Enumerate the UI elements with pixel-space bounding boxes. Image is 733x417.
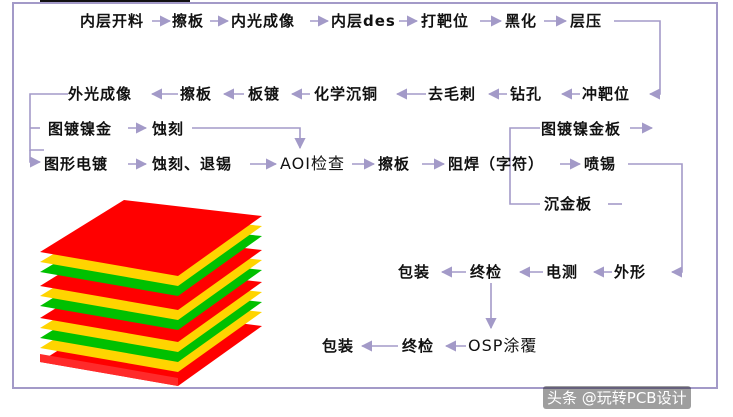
step-scrub-1: 擦板 bbox=[172, 12, 205, 30]
finish-immersion-gold: 沉金板 bbox=[544, 195, 593, 213]
step-inner-cutting: 内层开料 bbox=[80, 12, 145, 30]
step-final-inspection-1: 终检 bbox=[470, 263, 503, 281]
step-scrub-3: 擦板 bbox=[378, 155, 411, 173]
pcb-layer-stack-illustration bbox=[40, 200, 262, 386]
step-outer-imaging: 外光成像 bbox=[68, 85, 133, 103]
step-target-punch: 打靶位 bbox=[421, 12, 470, 30]
step-panel-plating: 板镀 bbox=[248, 85, 281, 103]
watermark: 头条 @玩转PCB设计 bbox=[543, 386, 691, 409]
step-packing-2: 包装 bbox=[322, 337, 355, 355]
step-etching-a: 蚀刻 bbox=[152, 120, 185, 138]
step-pattern-plating: 图形电镀 bbox=[44, 155, 109, 173]
step-deburr: 去毛刺 bbox=[428, 85, 477, 103]
step-black-oxide: 黑化 bbox=[505, 12, 538, 30]
step-aoi-inspection: AOI检查 bbox=[280, 154, 345, 173]
finish-nickel-gold-board: 图镀镍金板 bbox=[541, 120, 622, 138]
step-scrub-2: 擦板 bbox=[180, 85, 213, 103]
step-hasl: 喷锡 bbox=[584, 155, 617, 173]
step-drilling: 钻孔 bbox=[510, 85, 543, 103]
step-packing-1: 包装 bbox=[398, 263, 431, 281]
step-final-inspection-2: 终检 bbox=[402, 337, 435, 355]
step-osp-coating: OSP涂覆 bbox=[468, 336, 538, 355]
step-pattern-nickel-gold: 图镀镍金 bbox=[48, 120, 113, 138]
step-electrical-test: 电测 bbox=[546, 263, 579, 281]
step-target-punch-2: 冲靶位 bbox=[582, 85, 631, 103]
step-electroless-copper: 化学沉铜 bbox=[314, 85, 379, 103]
step-inner-des: 内层des bbox=[331, 12, 396, 30]
step-lamination: 层压 bbox=[570, 12, 603, 30]
step-etch-strip-tin: 蚀刻、退锡 bbox=[152, 155, 233, 173]
step-inner-imaging: 内光成像 bbox=[231, 12, 296, 30]
step-profiling: 外形 bbox=[614, 263, 647, 281]
step-solder-mask: 阻焊（字符） bbox=[448, 155, 545, 173]
